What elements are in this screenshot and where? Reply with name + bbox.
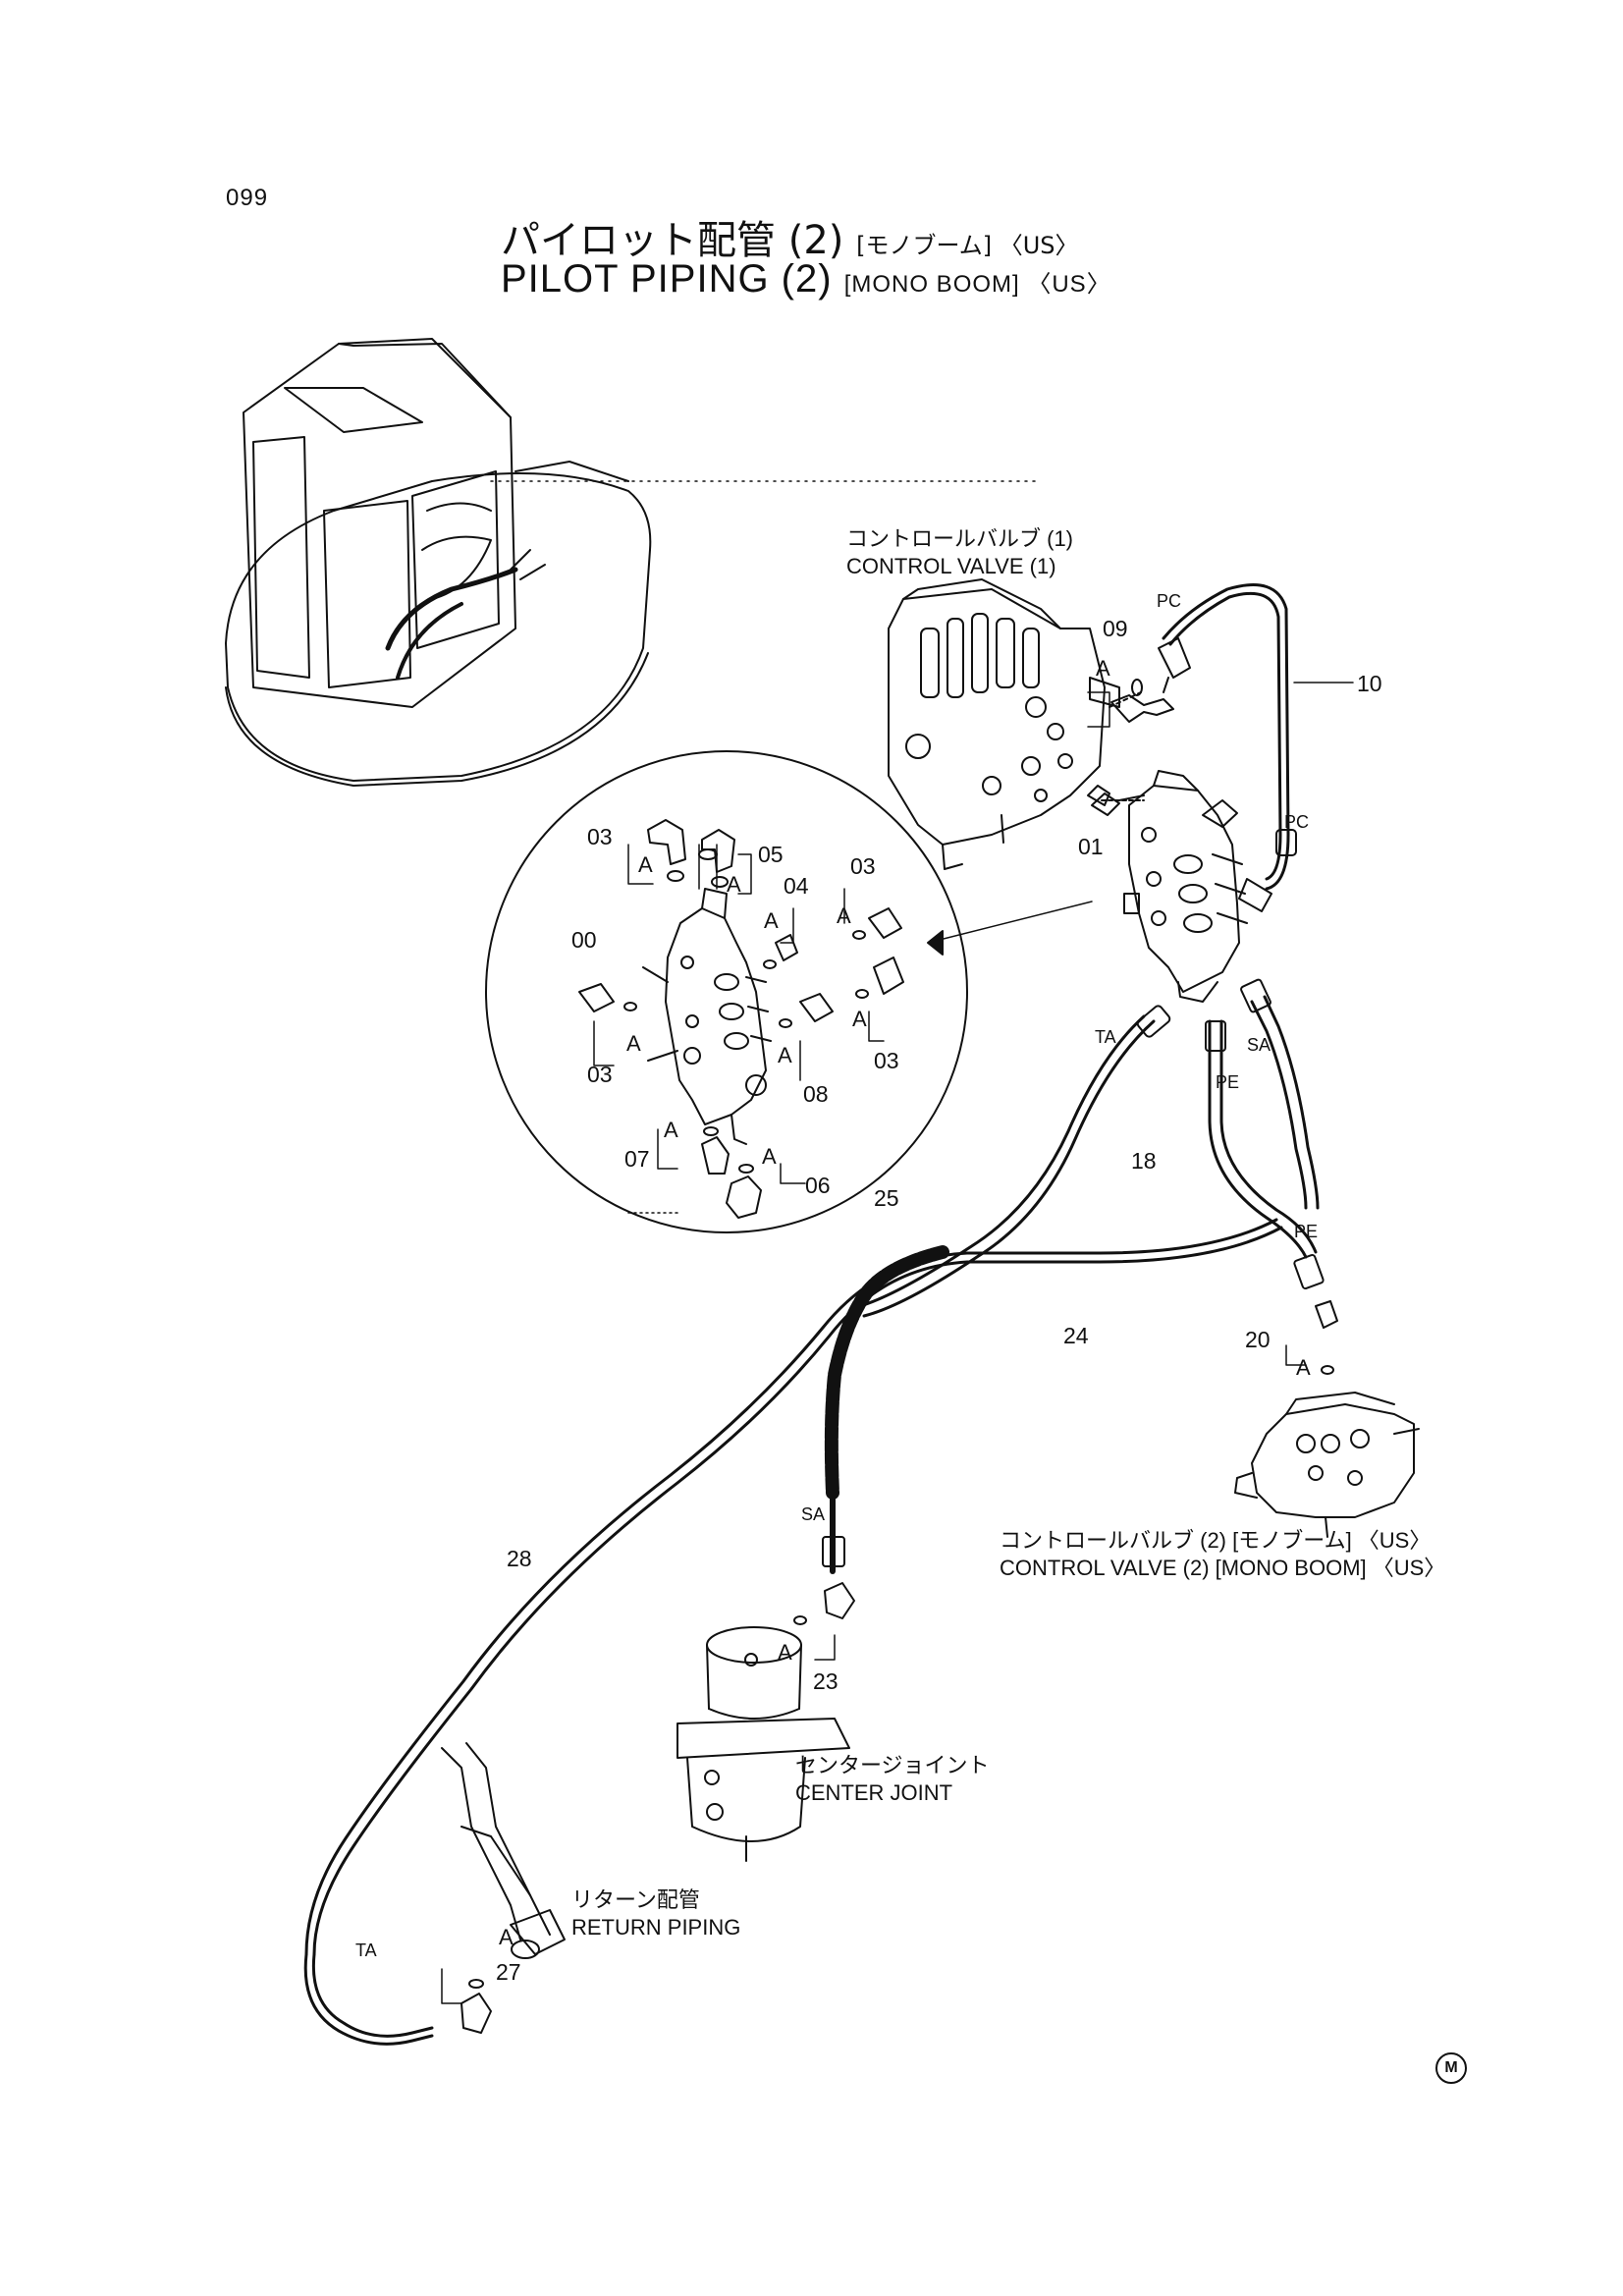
fitting-27-group bbox=[441, 1968, 492, 2034]
detail-marker-a: A bbox=[852, 1007, 867, 1031]
control-valve-1-illustration bbox=[888, 578, 1120, 870]
detail-marker-a: A bbox=[778, 1640, 792, 1665]
control-valve-1-label-en: CONTROL VALVE (1) bbox=[846, 554, 1056, 578]
detail-fitting-08 bbox=[779, 993, 834, 1081]
fitting-01-group bbox=[1087, 785, 1145, 806]
port-pe-label: PE bbox=[1294, 1222, 1318, 1241]
detail-marker-a: A bbox=[664, 1118, 678, 1142]
callout-03: 03 bbox=[587, 1062, 613, 1087]
detail-fitting-03-left bbox=[578, 983, 637, 1066]
callout-18: 18 bbox=[1131, 1148, 1157, 1174]
port-pc-label: PC bbox=[1284, 812, 1309, 832]
callout-04: 04 bbox=[784, 873, 809, 899]
port-ta-label: TA bbox=[355, 1941, 377, 1960]
detail-marker-a: A bbox=[764, 908, 779, 933]
title-jp-variant: [モノブーム] 〈US〉 bbox=[856, 232, 1079, 259]
callout-03: 03 bbox=[850, 853, 876, 879]
detail-view bbox=[485, 750, 968, 1233]
port-pc-label: PC bbox=[1157, 591, 1181, 611]
detail-marker-a: A bbox=[837, 903, 851, 928]
detail-marker-a: A bbox=[778, 1043, 792, 1067]
callout-08: 08 bbox=[803, 1081, 829, 1107]
return-piping-label-en: RETURN PIPING bbox=[571, 1915, 740, 1940]
detail-fitting-03-right-top bbox=[843, 888, 902, 940]
control-valve-2-label-en: CONTROL VALVE (2) [MONO BOOM] 〈US〉 bbox=[1000, 1556, 1445, 1580]
title-en-main: PILOT PIPING (2) bbox=[501, 257, 833, 301]
detail-marker-a: A bbox=[1096, 656, 1110, 681]
port-ta-label: TA bbox=[1095, 1027, 1116, 1047]
port-pe-label: PE bbox=[1216, 1072, 1239, 1092]
title-japanese: パイロット配管 (2) [モノブーム] 〈US〉 bbox=[501, 208, 1079, 265]
control-valve-2-illustration bbox=[1234, 1392, 1420, 1538]
callout-06: 06 bbox=[805, 1173, 831, 1198]
return-piping-illustration bbox=[441, 1742, 566, 1959]
hose-sa bbox=[1240, 978, 1320, 1210]
hose-28 bbox=[303, 1952, 434, 2046]
fitting-20-group bbox=[1285, 1300, 1338, 1375]
callout-03: 03 bbox=[874, 1048, 899, 1073]
detail-fitting-03-right bbox=[855, 957, 904, 1042]
callout-01: 01 bbox=[1078, 834, 1104, 859]
callout-25: 25 bbox=[874, 1185, 899, 1211]
center-joint-label-jp: センタージョイント bbox=[795, 1753, 990, 1777]
title-english: PILOT PIPING (2) [MONO BOOM] 〈US〉 bbox=[501, 257, 1111, 301]
hose-25-spring-guard bbox=[822, 1245, 949, 1574]
fitting-23-group bbox=[793, 1582, 855, 1661]
detail-marker-a: A bbox=[499, 1925, 514, 1949]
port-sa-label: SA bbox=[1247, 1035, 1271, 1055]
center-joint-illustration bbox=[676, 1626, 850, 1862]
hose-24 bbox=[304, 1218, 1283, 1956]
fitting-09-group bbox=[1087, 637, 1191, 728]
detail-marker-a: A bbox=[626, 1031, 641, 1056]
return-piping-label-jp: リターン配管 bbox=[571, 1887, 700, 1912]
hose-pe-18 bbox=[1205, 1019, 1325, 1290]
pilot-hose-10 bbox=[1162, 583, 1354, 912]
control-valve-2-label-jp: コントロールバルブ (2) [モノブーム] 〈US〉 bbox=[1000, 1528, 1431, 1553]
callout-23: 23 bbox=[813, 1668, 839, 1694]
detail-fitting-04 bbox=[763, 907, 798, 969]
callout-10: 10 bbox=[1357, 671, 1382, 696]
detail-fitting-06 bbox=[726, 1163, 806, 1219]
callout-05: 05 bbox=[758, 842, 784, 867]
callout-24: 24 bbox=[1063, 1323, 1089, 1348]
callout-07: 07 bbox=[624, 1146, 650, 1172]
detail-marker-a: A bbox=[638, 852, 653, 877]
port-sa-label: SA bbox=[801, 1504, 825, 1524]
corner-mark: M bbox=[1435, 2052, 1467, 2084]
callout-00: 00 bbox=[571, 927, 597, 953]
excavator-illustration bbox=[225, 338, 652, 787]
detail-marker-a: A bbox=[727, 872, 741, 897]
detail-fitting-07 bbox=[657, 1126, 730, 1175]
callout-03: 03 bbox=[587, 824, 613, 849]
callout-28: 28 bbox=[507, 1546, 532, 1571]
hose-ta bbox=[858, 1005, 1171, 1318]
detail-fitting-03-top bbox=[627, 819, 686, 885]
detail-fitting-05 bbox=[701, 829, 752, 895]
pilot-valve-illustration bbox=[1091, 770, 1248, 1003]
title-jp-main: パイロット配管 (2) bbox=[501, 218, 844, 263]
detail-marker-a: A bbox=[762, 1144, 777, 1169]
callout-09: 09 bbox=[1103, 616, 1128, 641]
callout-27: 27 bbox=[496, 1959, 521, 1985]
detail-marker-a: A bbox=[1296, 1355, 1311, 1380]
center-joint-label-en: CENTER JOINT bbox=[795, 1780, 952, 1805]
title-en-variant: [MONO BOOM] 〈US〉 bbox=[843, 271, 1111, 298]
control-valve-1-label-jp: コントロールバルブ (1) bbox=[846, 526, 1073, 551]
page-number: 099 bbox=[226, 185, 269, 211]
callout-20: 20 bbox=[1245, 1327, 1271, 1352]
